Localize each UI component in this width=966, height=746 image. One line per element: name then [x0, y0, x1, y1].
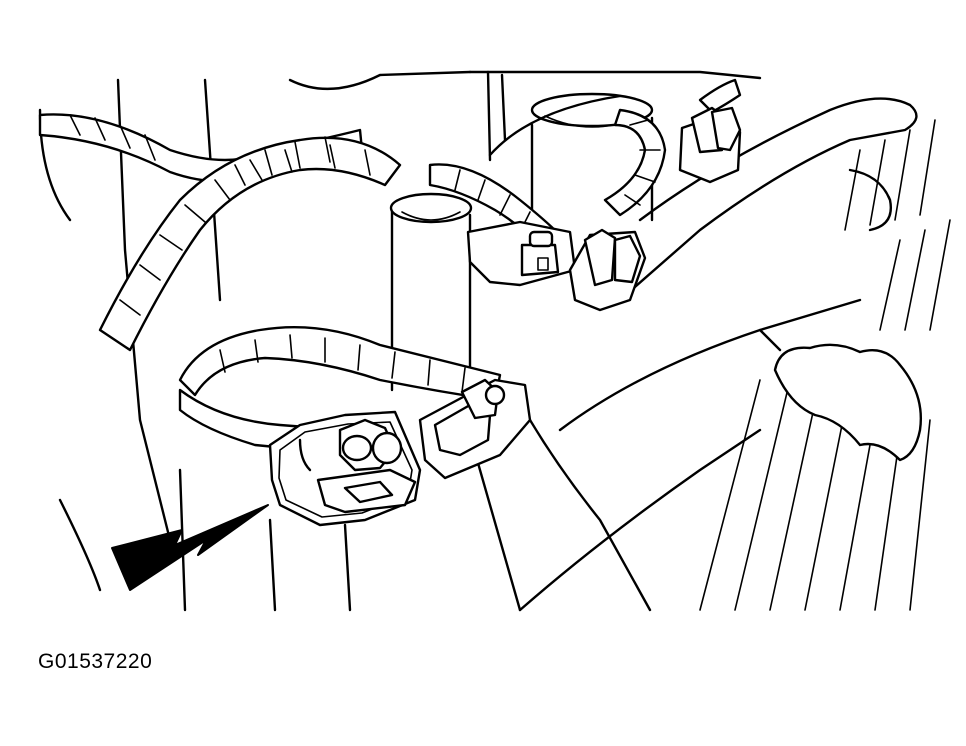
connector-middle	[418, 378, 532, 480]
figure-id-label: G01537220	[38, 650, 153, 673]
target-connector	[268, 410, 422, 527]
arrow-pointer-icon	[111, 504, 269, 591]
connector-upper-left	[466, 220, 577, 287]
connector-top-right	[678, 106, 742, 184]
connector-upper-right	[568, 228, 647, 312]
bracket-right	[618, 97, 922, 462]
